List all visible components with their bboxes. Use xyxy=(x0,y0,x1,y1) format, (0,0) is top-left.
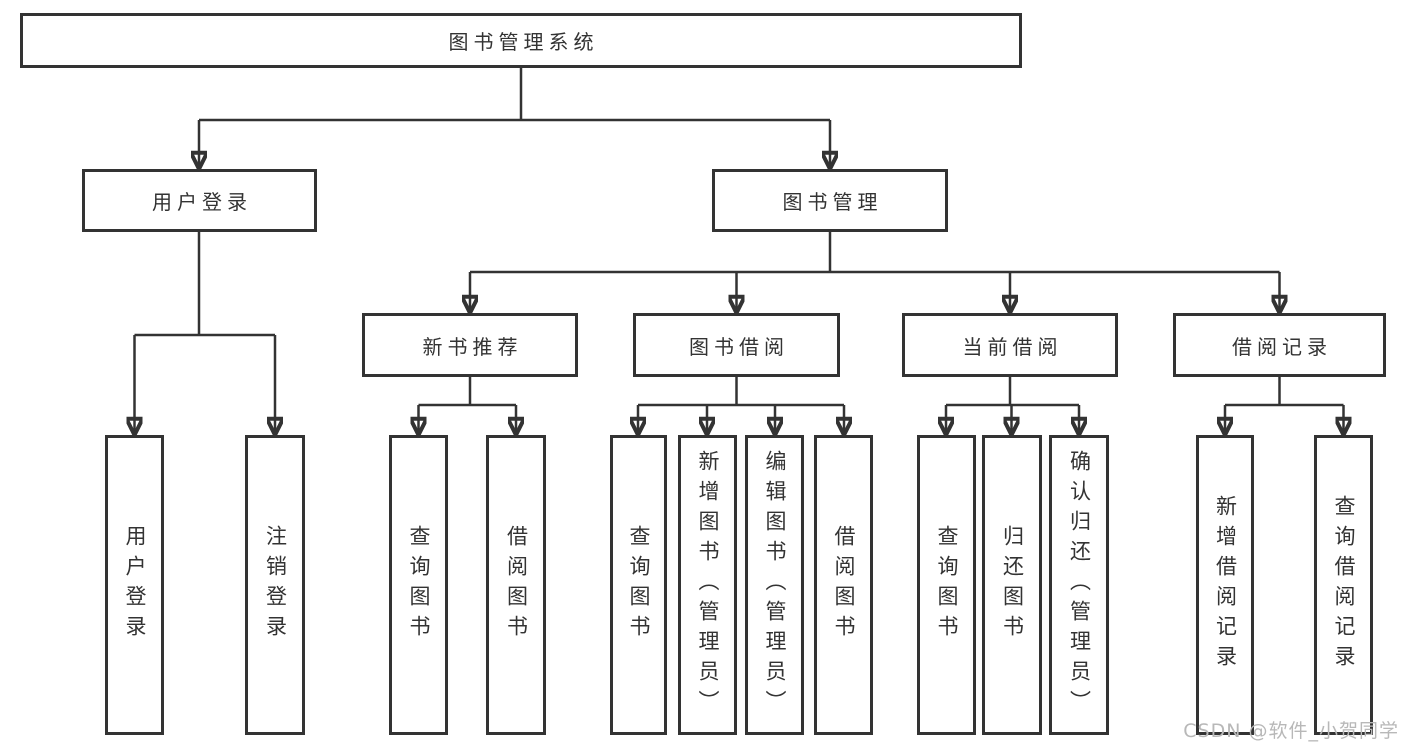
node-user-login-branch: 用户登录 xyxy=(82,169,317,232)
leaf-query-borrow-record-label: 查询借阅记录 xyxy=(1332,495,1357,675)
leaf-return-book: 归还图书 xyxy=(982,435,1042,735)
leaf-query-book-current: 查询图书 xyxy=(917,435,976,735)
node-book-borrow-label: 图书借阅 xyxy=(689,334,789,359)
links-new-book-recommend xyxy=(419,377,517,435)
leaf-add-borrow-record-label: 新增借阅记录 xyxy=(1213,495,1238,675)
links-borrow-records xyxy=(1225,377,1344,435)
leaf-query-borrow-record: 查询借阅记录 xyxy=(1314,435,1373,735)
leaf-query-book-borrow: 查询图书 xyxy=(610,435,667,735)
node-borrow-records: 借阅记录 xyxy=(1173,313,1386,377)
node-borrow-records-label: 借阅记录 xyxy=(1232,334,1332,359)
node-library-management-system-label: 图书管理系统 xyxy=(448,30,599,54)
leaf-query-book-recommend: 查询图书 xyxy=(389,435,448,735)
leaf-user-login-label: 用户登录 xyxy=(123,525,148,645)
leaf-logout-label: 注销登录 xyxy=(263,525,288,645)
node-book-management-branch: 图书管理 xyxy=(712,169,948,232)
leaf-logout: 注销登录 xyxy=(245,435,305,735)
links-user-login-branch xyxy=(135,232,276,435)
node-new-book-recommend: 新书推荐 xyxy=(362,313,578,377)
leaf-edit-book-admin: 编辑图书（管理员） xyxy=(745,435,804,735)
leaf-query-book-recommend-label: 查询图书 xyxy=(407,525,432,645)
leaf-add-book-admin: 新增图书（管理员） xyxy=(678,435,737,735)
leaf-confirm-return-admin-label: 确认归还（管理员） xyxy=(1067,450,1092,720)
leaf-borrow-book-recommend: 借阅图书 xyxy=(486,435,546,735)
leaf-add-book-admin-label: 新增图书（管理员） xyxy=(696,450,721,720)
leaf-return-book-label: 归还图书 xyxy=(1000,525,1025,645)
leaf-borrow-book-recommend-label: 借阅图书 xyxy=(504,525,529,645)
node-book-borrow: 图书借阅 xyxy=(633,313,840,377)
links-book-borrow xyxy=(638,377,844,435)
leaf-borrow-book: 借阅图书 xyxy=(814,435,873,735)
node-current-borrow-label: 当前借阅 xyxy=(962,334,1063,359)
node-current-borrow: 当前借阅 xyxy=(902,313,1118,377)
node-user-login-branch-label: 用户登录 xyxy=(152,190,252,214)
links-current-borrow xyxy=(946,377,1079,435)
leaf-borrow-book-label: 借阅图书 xyxy=(832,525,857,645)
leaf-edit-book-admin-label: 编辑图书（管理员） xyxy=(763,450,788,720)
csdn-watermark: CSDN @软件_小贺同学 xyxy=(1183,720,1399,742)
leaf-user-login: 用户登录 xyxy=(105,435,164,735)
leaf-query-book-current-label: 查询图书 xyxy=(935,525,960,645)
node-book-management-branch-label: 图书管理 xyxy=(782,190,883,214)
links-book-management-branch xyxy=(470,232,1280,313)
node-library-management-system: 图书管理系统 xyxy=(20,13,1022,68)
node-new-book-recommend-label: 新书推荐 xyxy=(422,334,523,359)
links-root-to-level2 xyxy=(199,68,830,169)
leaf-confirm-return-admin: 确认归还（管理员） xyxy=(1049,435,1109,735)
leaf-add-borrow-record: 新增借阅记录 xyxy=(1196,435,1254,735)
leaf-query-book-borrow-label: 查询图书 xyxy=(627,525,652,645)
